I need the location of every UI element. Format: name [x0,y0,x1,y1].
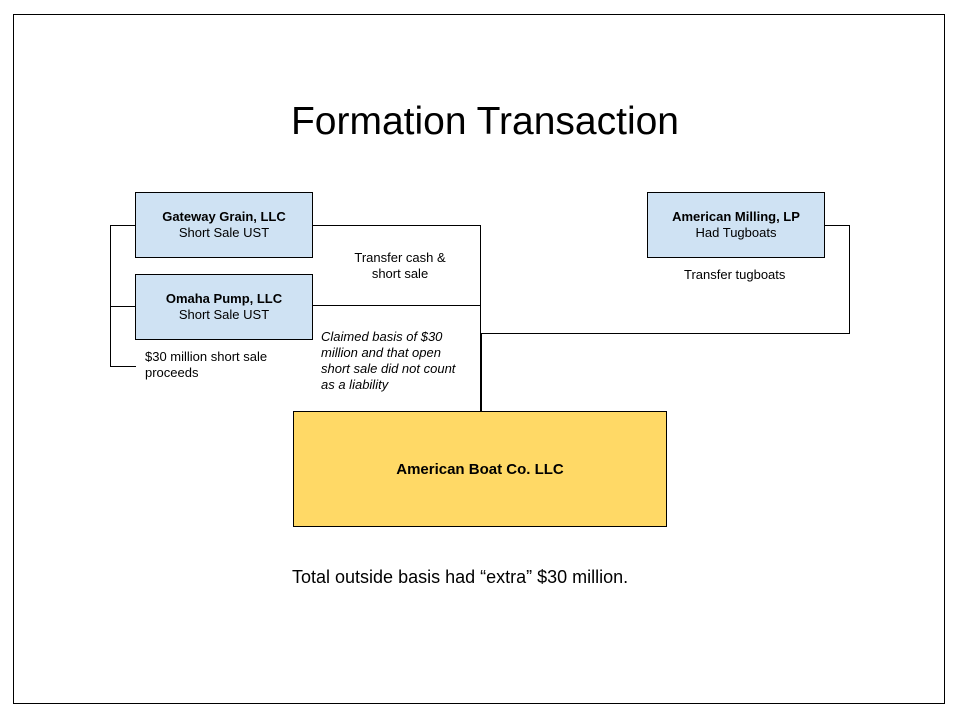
connector-milling-right [824,225,850,226]
label-transfer-cash: Transfer cash & short sale [354,250,446,281]
entity-omaha-pump: Omaha Pump, LLC Short Sale UST [135,274,313,340]
connector-milling-bottom [481,333,850,334]
entity-gateway-grain: Gateway Grain, LLC Short Sale UST [135,192,313,258]
entity-name: Gateway Grain, LLC [162,209,286,224]
entity-name: American Milling, LP [672,209,800,224]
entity-detail: Had Tugboats [695,225,777,240]
connector-gateway-right [312,225,480,226]
entity-american-milling: American Milling, LP Had Tugboats [647,192,825,258]
entity-name: American Boat Co. LLC [396,460,564,478]
label-short-sale-proceeds: $30 million short sale proceeds [145,349,268,380]
connector-milling-vertical [849,225,850,334]
slide-frame [13,14,945,704]
connector-omaha-right [312,305,480,306]
connector-proceeds-left [110,366,136,367]
entity-name: Omaha Pump, LLC [165,291,283,306]
entity-detail: Short Sale UST [178,307,270,322]
connector-gateway-left [110,225,136,226]
label-claimed-basis: Claimed basis of $30 million and that op… [321,329,456,392]
diagram-title: Formation Transaction [290,100,679,143]
connector-center-vertical [480,225,481,412]
entity-detail: Short Sale UST [178,225,270,240]
label-transfer-tugboats: Transfer tugboats [684,267,786,282]
connector-milling-down [481,333,482,412]
connector-left-vertical [110,225,111,367]
connector-omaha-left [110,306,136,307]
footer-note: Total outside basis had “extra” $30 mill… [292,567,629,587]
entity-american-boat: American Boat Co. LLC [293,411,667,527]
